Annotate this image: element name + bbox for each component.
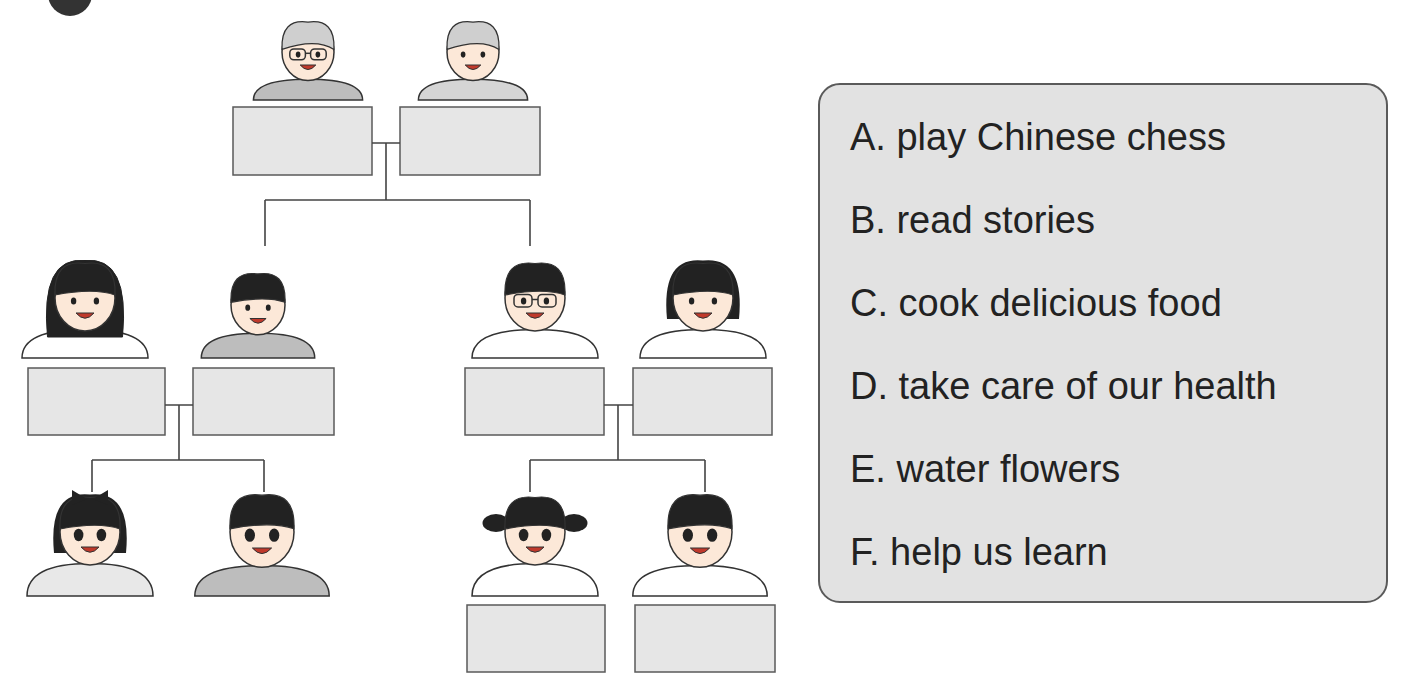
hair <box>447 22 499 50</box>
hair <box>282 22 334 50</box>
hair <box>230 495 294 529</box>
eye <box>74 529 84 541</box>
person-face <box>253 22 362 100</box>
tree-lines <box>92 143 705 492</box>
hair <box>668 495 732 529</box>
eye <box>245 305 250 311</box>
family-faces <box>22 22 767 596</box>
eye <box>521 297 526 304</box>
eye <box>269 529 279 542</box>
glasses <box>290 49 306 60</box>
answer-box <box>233 107 372 175</box>
glasses <box>305 53 310 55</box>
tree-line <box>530 405 705 492</box>
hair <box>505 497 565 529</box>
glasses <box>311 49 327 60</box>
person-face <box>201 274 314 359</box>
person-face <box>640 260 766 358</box>
answer-boxes <box>28 107 775 672</box>
hair <box>55 263 115 295</box>
person-face <box>472 497 598 596</box>
glasses <box>538 294 556 307</box>
shoulders <box>640 330 766 359</box>
eye <box>481 52 486 58</box>
eye <box>689 297 694 304</box>
mouth <box>465 65 481 70</box>
options-panel: A. play Chinese chess B. read stories C. c… <box>818 83 1388 603</box>
option-text: C. cook delicious food <box>850 281 1222 325</box>
mouth <box>526 313 544 318</box>
option-text: D. take care of our health <box>850 364 1277 408</box>
shoulders <box>195 566 329 596</box>
eye <box>461 52 466 58</box>
shoulders <box>253 79 362 100</box>
eye <box>707 529 717 542</box>
option-text: A. play Chinese chess <box>850 115 1226 159</box>
eye <box>296 52 301 58</box>
eye <box>712 297 717 304</box>
shoulders <box>633 566 767 596</box>
eye <box>683 529 693 542</box>
tree-line <box>92 405 264 492</box>
section-badge <box>48 0 92 16</box>
answer-box <box>467 605 605 672</box>
person-face <box>22 260 148 358</box>
shoulders <box>201 333 314 358</box>
eye <box>519 529 529 541</box>
option-text: F. help us learn <box>850 530 1108 574</box>
eye <box>245 529 255 542</box>
answer-box <box>633 368 772 435</box>
eye <box>266 305 271 311</box>
person-face <box>195 495 329 596</box>
eye <box>97 529 107 541</box>
shoulders <box>27 564 153 597</box>
person-face <box>418 22 527 100</box>
shoulders <box>472 564 598 597</box>
person-face <box>633 495 767 596</box>
answer-box <box>465 368 604 435</box>
shoulders <box>418 79 527 100</box>
answer-box <box>400 107 540 175</box>
eye <box>71 297 76 304</box>
eye <box>542 529 552 541</box>
shoulders <box>472 330 598 359</box>
tree-line <box>265 143 530 246</box>
answer-box <box>28 368 165 435</box>
hair <box>60 497 120 529</box>
hair <box>46 260 123 337</box>
bow <box>72 490 108 505</box>
answer-box <box>193 368 334 435</box>
mouth <box>250 319 266 324</box>
mouth <box>526 547 544 552</box>
hair <box>231 274 285 303</box>
mouth <box>76 313 94 318</box>
eye <box>94 297 99 304</box>
hair <box>505 263 565 295</box>
person-face <box>27 490 153 596</box>
mouth <box>694 313 712 318</box>
mouth <box>252 548 271 554</box>
hair <box>673 263 733 295</box>
option-text: B. read stories <box>850 198 1095 242</box>
person-face <box>472 263 598 358</box>
glasses <box>532 299 538 301</box>
answer-box <box>635 605 775 672</box>
mouth <box>81 547 99 552</box>
eye <box>316 52 321 58</box>
eye <box>544 297 549 304</box>
mouth <box>690 548 709 554</box>
mouth <box>300 65 316 70</box>
option-text: E. water flowers <box>850 447 1120 491</box>
glasses <box>514 294 532 307</box>
